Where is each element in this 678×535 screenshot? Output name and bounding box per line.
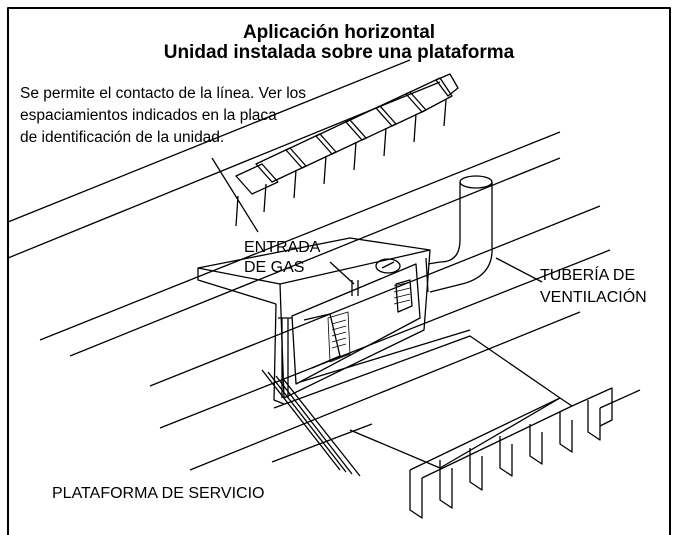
platform-outline: [273, 335, 561, 469]
rafter-line: [159, 249, 611, 429]
furnace-grille: [327, 281, 411, 363]
rafter-line: [39, 131, 561, 341]
rafter-line: [69, 157, 561, 357]
gas-pipe: [278, 317, 292, 398]
furnace-unit: [197, 237, 431, 405]
joists: [409, 387, 641, 519]
vent-leader: [495, 257, 543, 283]
vent-pipe-label-2: VENTILACIÓN: [540, 289, 647, 306]
note-line-1: Se permite el contacto de la línea. Ver …: [20, 85, 307, 102]
note-line-2: espaciamientos indicados en la placa: [20, 107, 277, 124]
vent-pipe-label-1: TUBERÍA DE: [540, 267, 636, 284]
vent-pipe: [425, 175, 493, 293]
rafter-line: [189, 311, 581, 471]
frame-border: [7, 7, 671, 535]
floor-boards: [261, 369, 361, 477]
platform-label: PLATAFORMA DE SERVICIO: [52, 485, 265, 502]
title-line-2: Unidad instalada sobre una plataforma: [163, 42, 515, 63]
platform-outline: [299, 329, 471, 383]
gas-leader: [329, 261, 355, 285]
roof-blocks: [235, 73, 459, 227]
title-line-1: Aplicación horizontal: [242, 22, 436, 43]
gas-inlet-label-2: DE GAS: [244, 259, 305, 276]
note-line-3: de identificación de la unidad.: [20, 129, 225, 146]
rafter-line: [149, 205, 601, 387]
platform-leader: [271, 423, 373, 463]
gas-inlet-label-1: ENTRADA: [244, 239, 321, 256]
rafter-line: [7, 59, 411, 223]
note-leader: [211, 157, 259, 233]
